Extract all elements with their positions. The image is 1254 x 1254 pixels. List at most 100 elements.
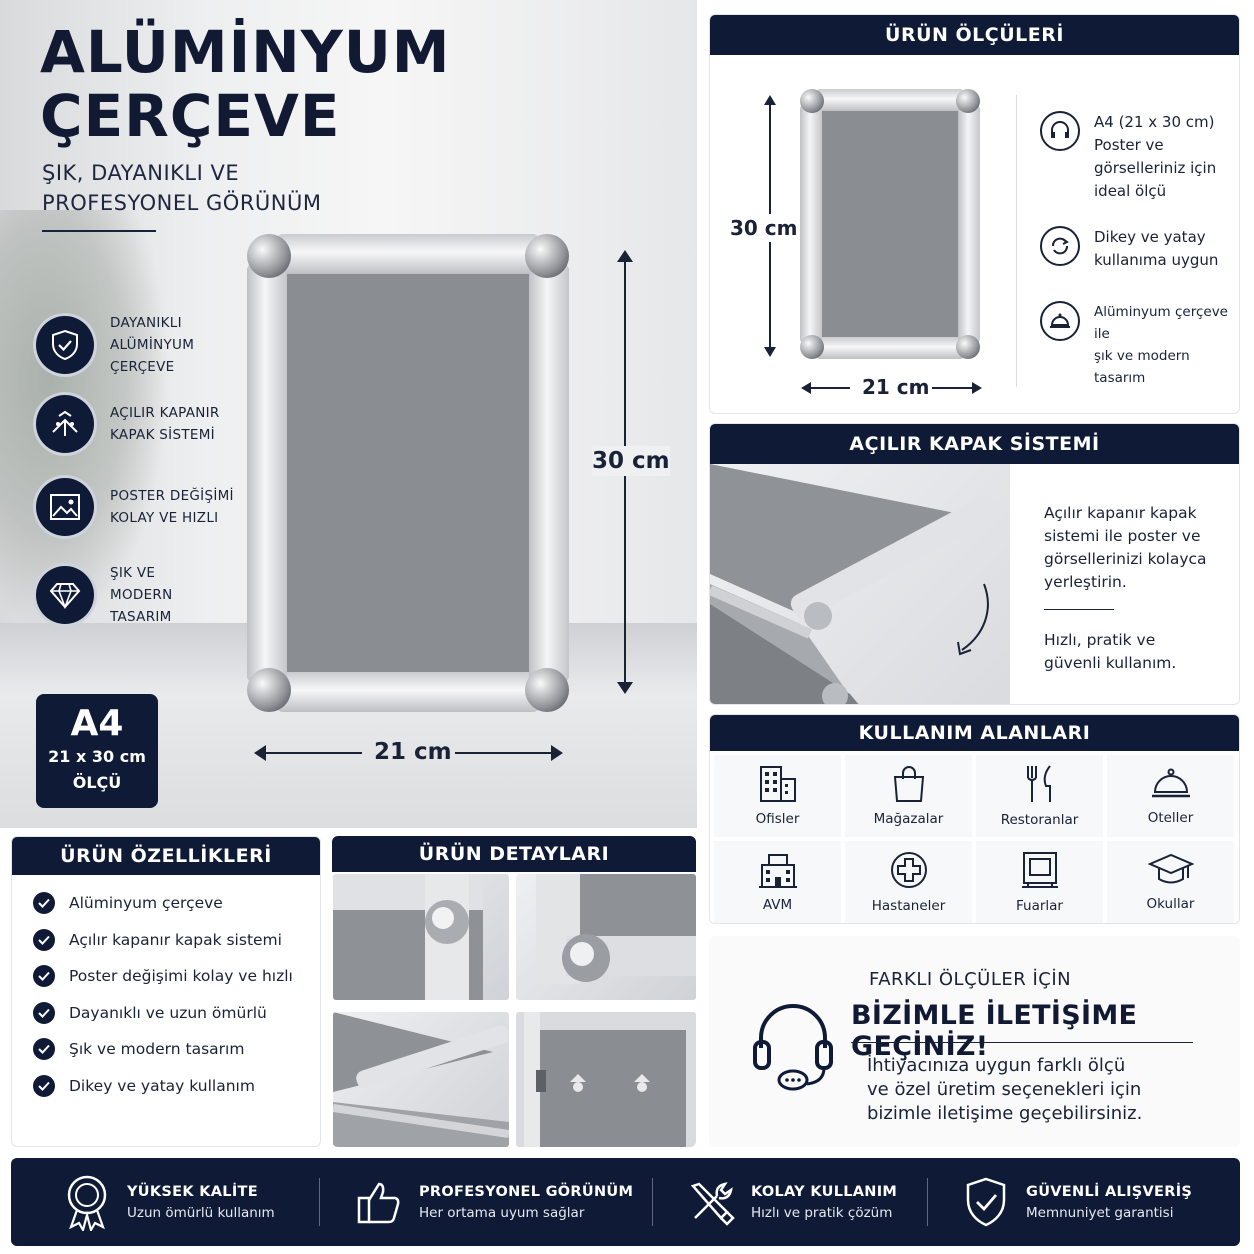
building-icon [759,766,796,802]
headset-support-icon [753,1004,833,1091]
contact-card: FARKLI ÖLÇÜLER İÇİN BİZİMLE İLETİŞİME GE… [709,936,1240,1147]
contact-headline: BİZİMLE İLETİŞİME GEÇİNİZ! [851,1000,1138,1062]
exhibition-stand-icon [1021,852,1058,888]
graduation-cap-icon [1147,853,1194,884]
dimensions-frame-image [800,89,980,359]
list-item: Dikey ve yatay kullanım [33,1068,293,1105]
list-item: Şık ve modern tasarım [33,1031,293,1068]
feature-text: DAYANIKLI [110,315,182,331]
divider [851,1042,1193,1043]
footer-item-subtitle: Uzun ömürlü kullanım [127,1204,275,1221]
hero-title-line1: ALÜMİNYUM [40,18,451,86]
list-item: Alüminyum çerçeve [33,885,293,922]
usage-label: Mağazalar [873,811,944,827]
dimensions-width-label: 21 cm [862,375,930,399]
detail-photo-back [516,1012,696,1147]
list-item-label: Açılır kapanır kapak sistemi [69,930,282,949]
lid-text-1: Açılır kapanır kapak sistemi ile poster … [1044,502,1207,594]
divider [1044,609,1114,610]
list-item-label: Dayanıklı ve uzun ömürlü [69,1003,267,1022]
contact-body-line: ve özel üretim seçenekleri için [867,1079,1142,1100]
hero-title-line2: ÇERÇEVE [40,82,341,150]
arrow-right-icon [551,745,563,761]
check-icon [33,1038,55,1061]
hero-width-label: 21 cm [374,739,452,765]
usage-label: Restoranlar [1000,812,1079,828]
usage-label: Hastaneler [871,898,946,914]
shopping-bag-icon [893,766,924,802]
usage-item-mall: AVM [714,841,841,923]
spec-item: Dikey ve yatay kullanıma uygun [1040,226,1218,272]
feature-durable: DAYANIKLI ALÜMİNYUM ÇERÇEVE [36,312,194,378]
divider [319,1178,320,1226]
contact-body-line: bizimle iletişime geçebilirsiniz. [867,1103,1143,1124]
footer-item-title: GÜVENLİ ALIŞVERİŞ [1026,1183,1193,1200]
cloche-icon [1040,301,1080,341]
size-badge-dims: 21 x 30 cm [48,747,146,766]
hero-title: ALÜMİNYUM ÇERÇEVE [40,20,451,148]
curved-arrow-icon [957,583,989,656]
feature-lid: AÇILIR KAPANIR KAPAK SİSTEMİ [36,395,220,453]
detail-photo-corner-2 [516,874,696,1000]
usage-item-stores: Mağazalar [845,755,972,837]
spec-text: görselleriniz için [1094,159,1217,177]
product-features-card: ÜRÜN ÖZELLİKLERİ Alüminyum çerçeve Açılı… [11,836,321,1147]
feature-text: POSTER DEĞİŞİMİ [110,488,234,504]
product-details-card: ÜRÜN DETAYLARI [332,836,696,1147]
feature-text: AÇILIR KAPANIR [110,405,220,421]
dimensions-height-label: 30 cm [730,214,798,242]
lid-text-line: sistemi ile poster ve [1044,527,1201,545]
lid-system-card: AÇILIR KAPAK SİSTEMİ Açılır kapanır kapa… [709,423,1240,705]
lid-text-line: görsellerinizi kolayca [1044,550,1207,568]
contact-body-line: İhtiyacınıza uygun farklı ölçü [867,1055,1126,1076]
size-badge-format: A4 [70,703,124,744]
spec-text: ideal ölçü [1094,182,1167,200]
arrow-down-icon [764,347,776,357]
footer-item-subtitle: Her ortama uyum sağlar [419,1204,585,1221]
feature-text: ÇERÇEVE [110,359,175,375]
usage-card-title: KULLANIM ALANLARI [710,715,1239,751]
size-badge: A4 21 x 30 cm ÖLÇÜ [36,694,158,808]
features-card-title: ÜRÜN ÖZELLİKLERİ [12,837,320,875]
mall-icon [758,854,797,888]
contact-line1: FARKLI ÖLÇÜLER İÇİN [869,969,1072,990]
usage-label: Ofisler [755,811,800,827]
hero-height-label: 30 cm [592,446,670,476]
lid-text-line: Hızlı, pratik ve [1044,631,1156,649]
open-lid-icon [36,395,94,453]
spec-text: Dikey ve yatay [1094,228,1206,246]
picture-icon [36,478,94,536]
spec-item: A4 (21 x 30 cm) Poster ve görselleriniz … [1040,111,1216,203]
usage-item-fairs: Fuarlar [976,841,1103,923]
list-item-label: Dikey ve yatay kullanım [69,1076,255,1095]
list-item-label: Alüminyum çerçeve [69,894,223,913]
feature-text: ŞIK VE [110,565,156,581]
list-item: Poster değişimi kolay ve hızlı [33,958,293,995]
fork-knife-icon [1026,765,1051,802]
tools-icon [690,1182,735,1226]
dimensions-card: ÜRÜN ÖLÇÜLERİ 30 cm 21 cm A4 (21 x 30 cm… [709,14,1240,414]
feature-text: TASARIM [110,609,172,625]
footer-item-title: KOLAY KULLANIM [751,1183,898,1200]
usage-label: Okullar [1146,896,1195,912]
arrow-right-icon [972,382,982,394]
usage-label: Fuarlar [1016,898,1063,914]
contact-body: İhtiyacınıza uygun farklı ölçü ve özel ü… [867,1054,1207,1126]
secure-shield-icon [966,1177,1006,1227]
detail-photo-corner [333,874,509,1000]
usage-item-hotels: Oteller [1107,755,1234,837]
lid-text-line: Açılır kapanır kapak [1044,504,1197,522]
check-icon [33,928,55,951]
width-dimension-line [262,752,362,754]
rotate-icon [1040,226,1080,266]
feature-design: ŞIK VE MODERN TASARIM [36,562,172,628]
check-icon [33,965,55,988]
check-icon [33,1074,55,1097]
check-icon [33,892,55,915]
shield-check-icon [36,316,94,374]
width-dimension-line [455,752,555,754]
footer-item-subtitle: Memnuniyet garantisi [1026,1204,1174,1221]
list-item-label: Poster değişimi kolay ve hızlı [69,967,293,986]
spec-text: şık ve modern tasarım [1094,348,1190,386]
